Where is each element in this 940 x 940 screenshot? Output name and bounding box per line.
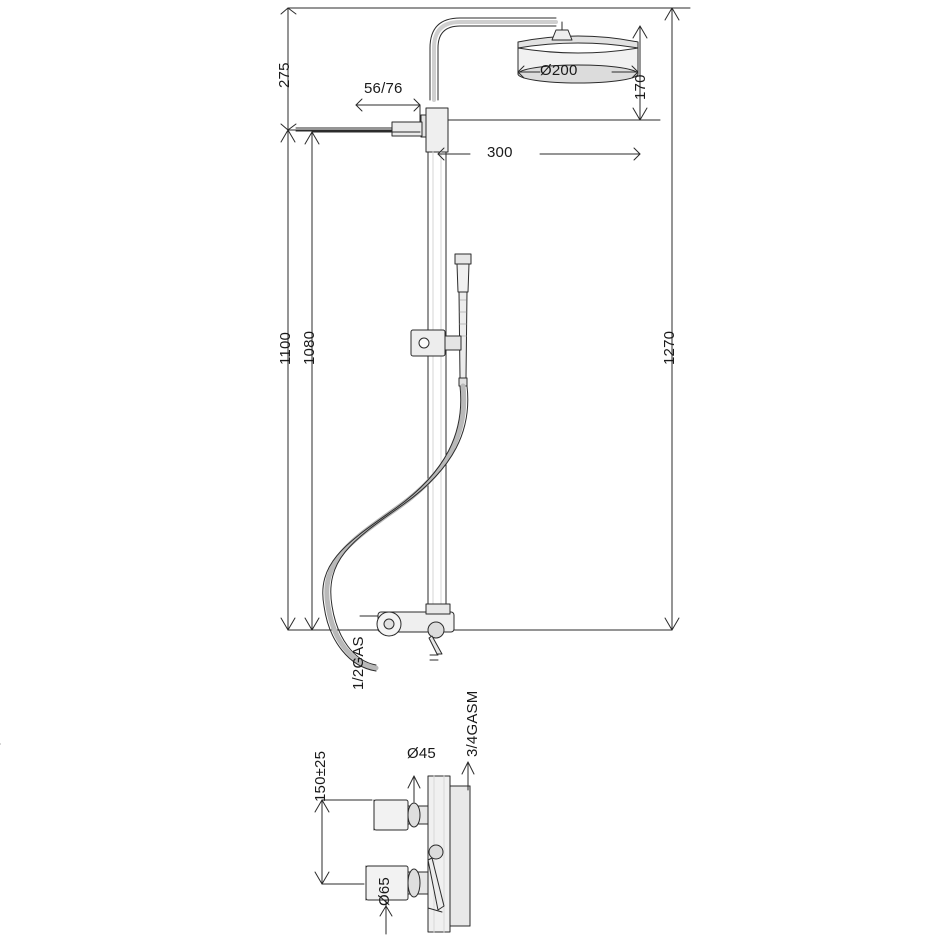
dimension-45 <box>407 775 421 803</box>
label-45: Ø45 <box>407 745 436 762</box>
detail-upper-inlet <box>373 799 429 831</box>
dimension-head-diameter <box>517 65 639 79</box>
shower-head <box>517 35 639 84</box>
dimension-56-76 <box>355 98 421 123</box>
shower-hose-outline <box>322 385 469 672</box>
dimension-170 <box>447 25 661 121</box>
shower-hose <box>324 383 467 671</box>
riser-pipe <box>427 151 447 611</box>
dimension-300 <box>437 147 641 161</box>
wall-bracket <box>295 121 423 137</box>
shower-arm <box>429 17 558 102</box>
label-34-gasm: 3/4GASM <box>464 690 481 757</box>
label-head-diameter: Ø200 <box>540 62 578 79</box>
mixer-valve <box>376 603 455 661</box>
detail-valve-assembly <box>365 775 471 933</box>
dimension-frame-outer <box>287 7 691 631</box>
dimension-34-gasm <box>461 761 475 791</box>
label-1270: 1270 <box>661 330 678 365</box>
label-275: 275 <box>276 62 293 88</box>
dimension-1270 <box>664 7 680 631</box>
diverter-body <box>420 107 449 153</box>
dimension-65 <box>379 899 393 935</box>
label-65: Ø65 <box>376 877 393 906</box>
label-half-gas: 1/2GAS <box>350 636 367 690</box>
detail-lower-inlet <box>365 865 429 901</box>
label-1100: 1100 <box>277 331 294 365</box>
slider-bracket <box>410 329 462 357</box>
label-300: 300 <box>487 144 513 161</box>
label-56-76: 56/76 <box>364 80 403 97</box>
detail-handle <box>427 844 445 913</box>
dimension-275 <box>280 7 401 131</box>
label-170: 170 <box>632 74 649 100</box>
label-1080: 1080 <box>301 330 318 365</box>
label-150: 150±25 <box>312 750 329 802</box>
dimension-150 <box>314 799 373 885</box>
dimension-1080 <box>304 131 421 631</box>
hand-shower <box>454 253 472 387</box>
dimension-1100 <box>280 129 296 631</box>
head-swivel <box>551 21 573 41</box>
